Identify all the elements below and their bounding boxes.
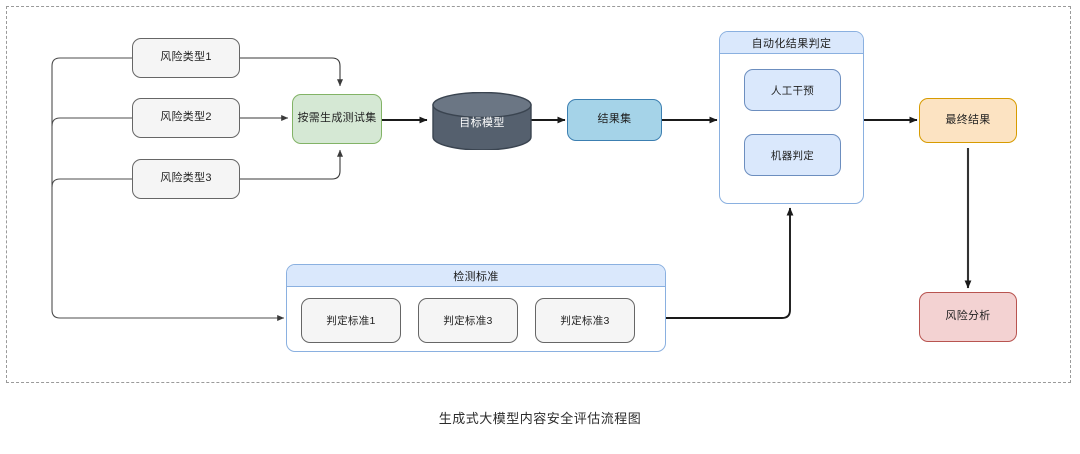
group-detection-standard: 检测标准 判定标准1 判定标准3 判定标准3 <box>286 264 666 352</box>
node-standard-3[interactable]: 判定标准3 <box>535 298 635 343</box>
node-risk-type-1-label: 风险类型1 <box>160 51 212 64</box>
node-result-set-label: 结果集 <box>597 113 632 126</box>
node-risk-analysis-label: 风险分析 <box>945 310 991 323</box>
node-standard-1[interactable]: 判定标准1 <box>301 298 401 343</box>
edge-risk3-to-bus <box>51 178 132 188</box>
diagram-caption: 生成式大模型内容安全评估流程图 <box>438 411 642 426</box>
node-final-result[interactable]: 最终结果 <box>919 98 1017 143</box>
node-machine-judgment[interactable]: 机器判定 <box>744 134 841 176</box>
node-standard-3-label: 判定标准3 <box>560 315 610 327</box>
node-machine-judgment-label: 机器判定 <box>770 149 815 162</box>
node-risk-analysis[interactable]: 风险分析 <box>919 292 1017 342</box>
node-manual-intervention-label: 人工干预 <box>770 84 815 97</box>
edge-risk2-to-bus <box>51 117 132 127</box>
node-risk-type-3-label: 风险类型3 <box>160 172 212 185</box>
cylinder-shape <box>432 91 532 151</box>
diagram-frame <box>6 6 1071 383</box>
group-detection-standard-body: 判定标准1 判定标准3 判定标准3 <box>287 287 665 352</box>
edge-risk3-to-testset <box>240 149 343 180</box>
group-auto-judgment-title: 自动化结果判定 <box>720 32 863 54</box>
group-auto-judgment-body: 人工干预 机器判定 <box>720 54 863 204</box>
node-manual-intervention[interactable]: 人工干预 <box>744 69 841 111</box>
node-generate-testset[interactable]: 按需生成测试集 <box>292 94 382 144</box>
node-risk-type-2[interactable]: 风险类型2 <box>132 98 240 138</box>
node-standard-2[interactable]: 判定标准3 <box>418 298 518 343</box>
group-auto-judgment: 自动化结果判定 人工干预 机器判定 <box>719 31 864 204</box>
edge-risk1-to-standards <box>51 57 285 321</box>
node-standard-1-label: 判定标准1 <box>326 315 376 327</box>
connector-layer <box>51 57 972 321</box>
node-final-result-label: 最终结果 <box>945 113 991 126</box>
node-risk-type-2-label: 风险类型2 <box>160 111 212 124</box>
node-risk-type-1[interactable]: 风险类型1 <box>132 38 240 78</box>
node-result-set[interactable]: 结果集 <box>567 99 662 141</box>
edge-standards-to-judgment <box>666 207 794 319</box>
node-standard-2-label: 判定标准3 <box>443 315 493 327</box>
node-target-model[interactable]: 目标模型 <box>431 91 533 151</box>
group-detection-standard-title: 检测标准 <box>287 265 665 287</box>
flowchart-canvas: 风险类型1 风险类型2 风险类型3 按需生成测试集 目标模型 结果集 自动化结果… <box>6 6 1071 383</box>
node-risk-type-3[interactable]: 风险类型3 <box>132 159 240 199</box>
node-generate-testset-label: 按需生成测试集 <box>297 112 377 125</box>
edge-risk1-to-testset <box>240 57 343 87</box>
